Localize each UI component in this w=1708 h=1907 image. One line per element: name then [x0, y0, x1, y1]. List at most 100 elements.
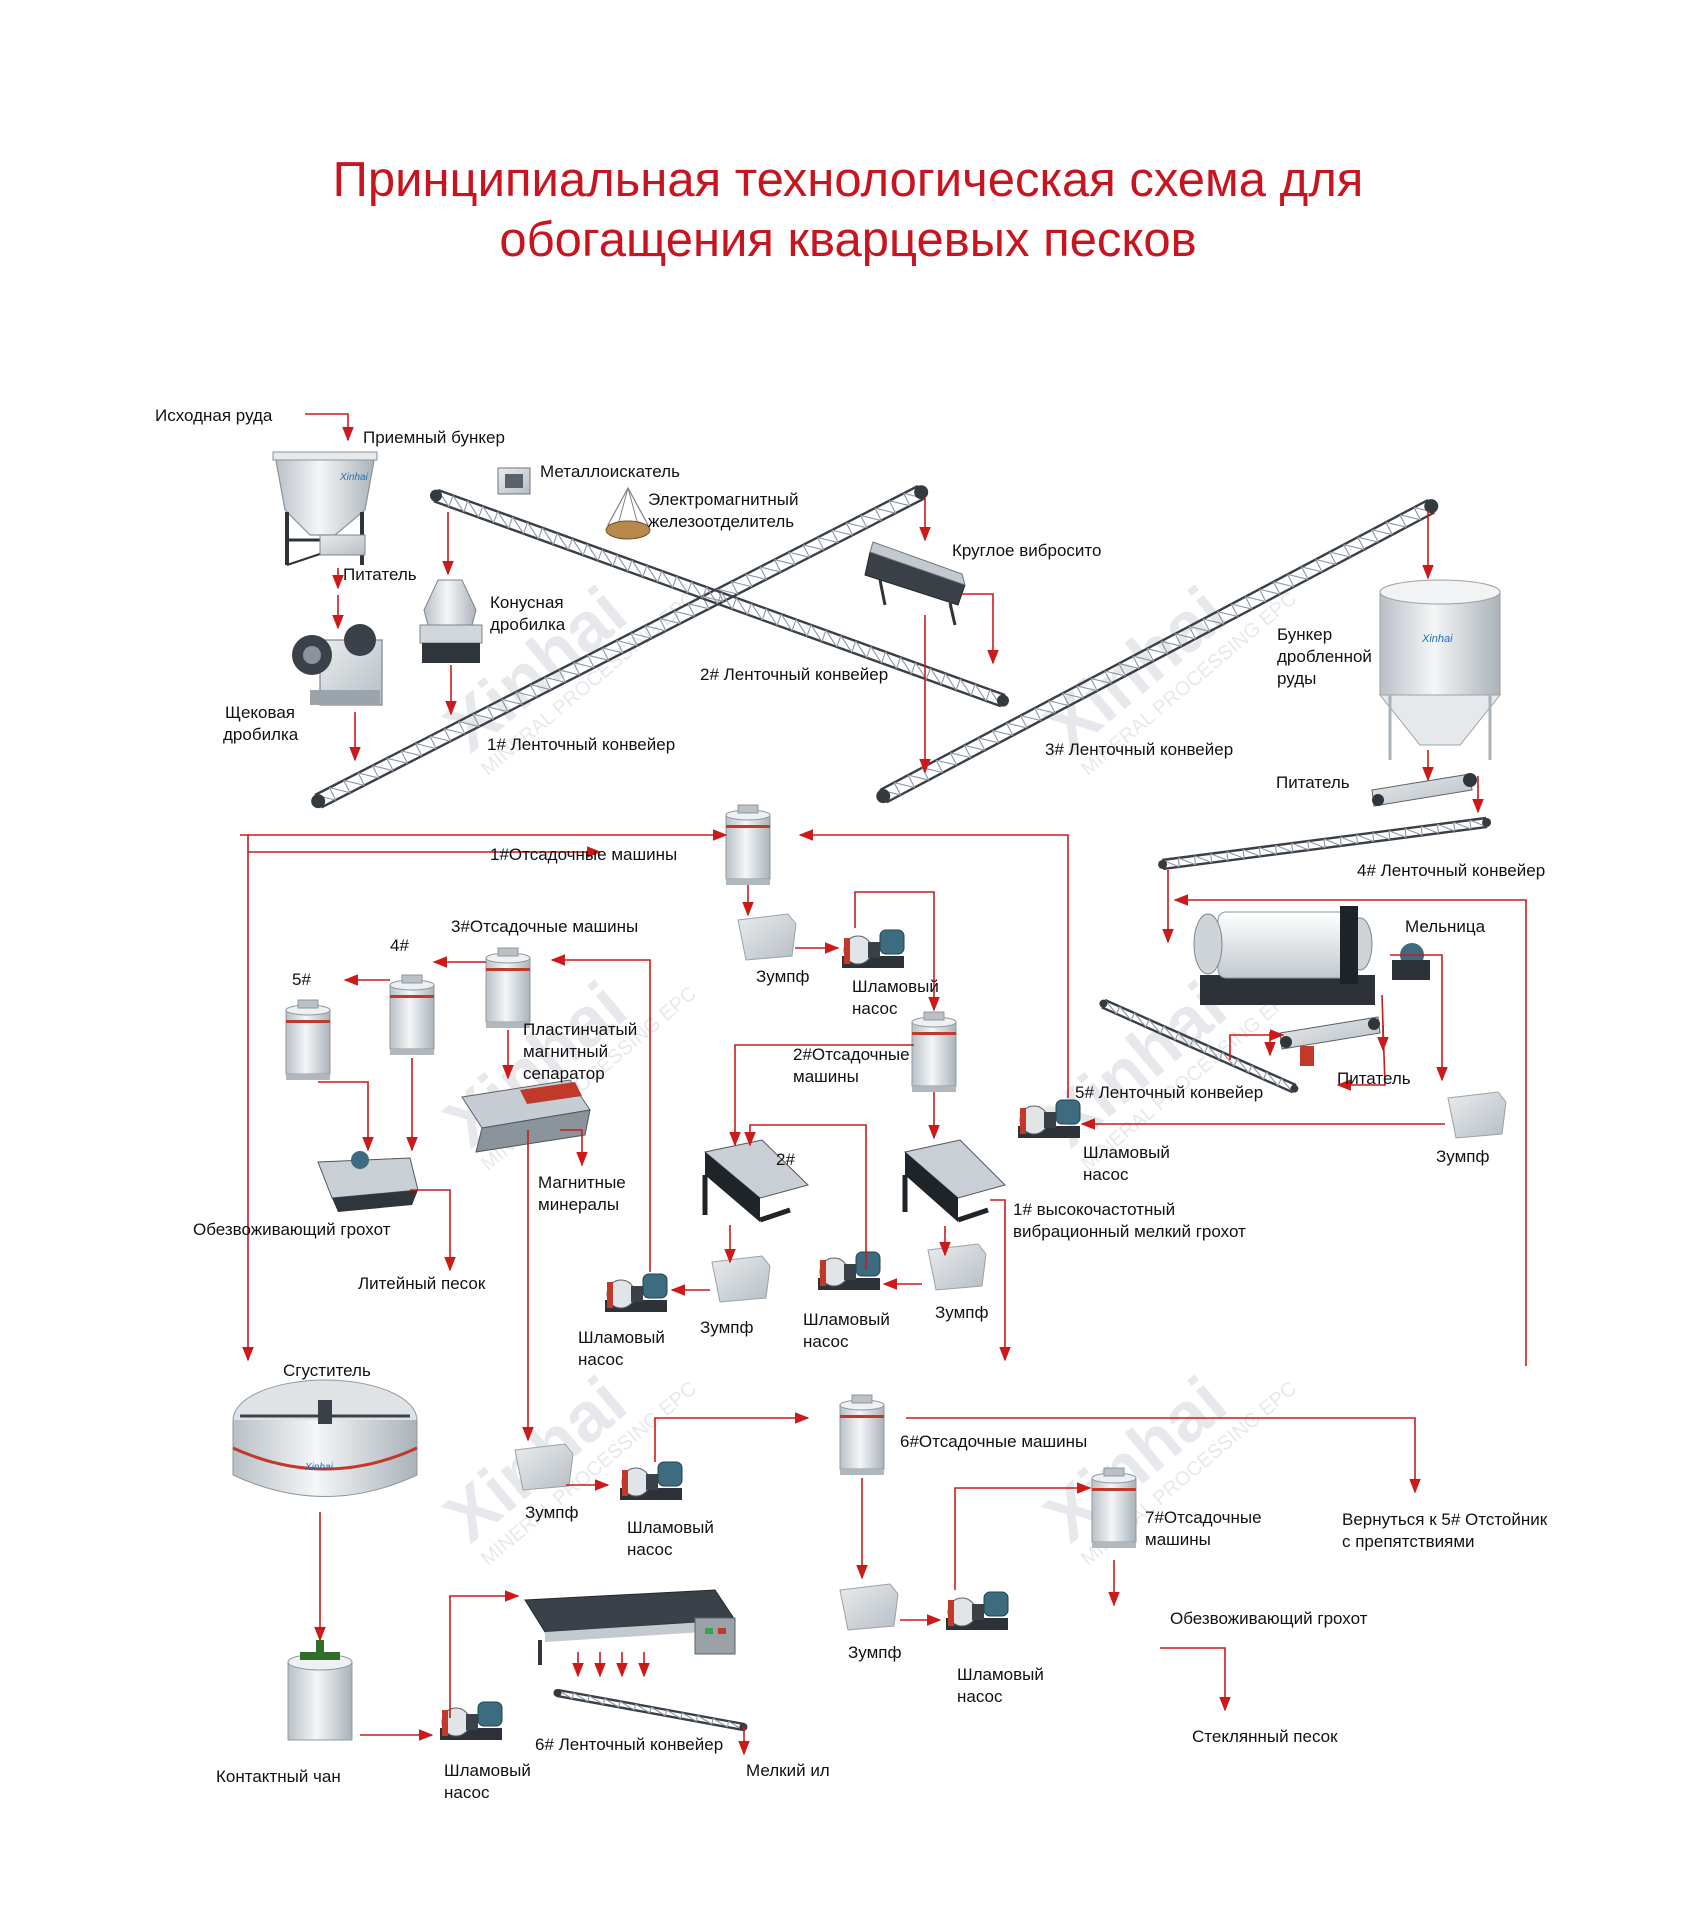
label-dewatering-screen-2: Обезвоживающий грохот — [1170, 1609, 1368, 1628]
jig-6 — [839, 1394, 885, 1475]
label-conveyor-6: 6# Ленточный конвейер — [535, 1735, 723, 1754]
sump-2 — [1447, 1091, 1507, 1139]
jig-5 — [285, 999, 331, 1080]
label-cone-crusher-2: дробилка — [490, 615, 566, 634]
flow-arrow — [990, 1199, 1011, 1362]
flow-arrow — [1390, 954, 1448, 1082]
label-sump-5: Зумпф — [525, 1503, 578, 1522]
jaw-crusher — [292, 624, 383, 706]
flow-arrow — [318, 1081, 374, 1152]
label-jig-3: 3#Отсадочные машины — [451, 917, 638, 936]
flow-arrow — [1160, 1647, 1231, 1712]
flow-arrow — [410, 1189, 456, 1272]
metal-detector — [497, 467, 531, 495]
label-slurry-pump-6b: насос — [957, 1687, 1003, 1706]
label-slurry-pump-2b: насос — [1083, 1165, 1129, 1184]
label-magnetic-minerals-1: Магнитные — [538, 1173, 626, 1192]
slurry-pump-7 — [440, 1701, 503, 1740]
flow-arrow — [305, 413, 354, 442]
crushed-ore-bin: Xinhai — [1378, 579, 1502, 760]
label-sump-1: Зумпф — [756, 967, 809, 986]
sump-6 — [839, 1583, 899, 1631]
label-plate-magnetic-2: магнитный — [523, 1042, 608, 1061]
label-conveyor-2: 2# Ленточный конвейер — [700, 665, 888, 684]
hf-screen-1 — [902, 1139, 1006, 1223]
filter-press — [524, 1589, 736, 1665]
label-jig-5: 5# — [292, 970, 311, 989]
label-slurry-pump-3b: насос — [578, 1350, 624, 1369]
label-jig-2b: машины — [793, 1067, 859, 1086]
slurry-pump-1 — [842, 929, 905, 968]
label-jig-6: 6#Отсадочные машины — [900, 1432, 1087, 1451]
flow-arrow — [906, 1417, 1421, 1494]
feeder-under-bin — [1371, 773, 1477, 807]
slurry-pump-3 — [605, 1273, 668, 1312]
jig-2 — [911, 1011, 957, 1092]
label-sump-3: Зумпф — [700, 1318, 753, 1337]
feeder-under-hopper — [319, 534, 366, 556]
flow-arrow — [1229, 1029, 1285, 1060]
conveyor-4 — [1158, 816, 1492, 871]
label-screen-2: 2# — [776, 1150, 795, 1169]
title-line-2: обогащения кварцевых песков — [499, 213, 1196, 267]
label-slurry-pump-4b: насос — [803, 1332, 849, 1351]
label-jig-7b: машины — [1145, 1530, 1211, 1549]
label-crushed-bin-3: руды — [1277, 669, 1316, 688]
conveyor-1 — [311, 484, 929, 809]
label-slurry-pump-1b: насос — [852, 999, 898, 1018]
label-conveyor-5: 5# Ленточный конвейер — [1075, 1083, 1263, 1102]
label-dewatering-screen-1: Обезвоживающий грохот — [193, 1220, 391, 1239]
label-em-separator-1: Электромагнитный — [648, 490, 798, 509]
svg-text:Xinhai: Xinhai — [304, 1462, 334, 1473]
label-jig-2a: 2#Отсадочные — [793, 1045, 910, 1064]
label-jig-1: 1#Отсадочные машины — [490, 845, 677, 864]
label-crushed-bin-1: Бункер — [1277, 625, 1332, 644]
label-conveyor-1: 1# Ленточный конвейер — [487, 735, 675, 754]
label-slurry-pump-4a: Шламовый — [803, 1310, 890, 1329]
flow-arrow — [798, 829, 1069, 1098]
label-feeder-2: Питатель — [1276, 773, 1350, 792]
flow-arrow — [550, 954, 651, 1272]
label-jig-7a: 7#Отсадочные — [1145, 1508, 1262, 1527]
label-slurry-pump-5b: насос — [627, 1540, 673, 1559]
label-crushed-bin-2: дробленной — [1277, 647, 1372, 666]
flow-arrow — [1173, 894, 1527, 1366]
label-cone-crusher-1: Конусная — [490, 593, 564, 612]
ball-mill — [1193, 906, 1430, 1005]
label-em-separator-2: железоотделитель — [648, 512, 794, 531]
jig-7 — [1091, 1467, 1137, 1548]
label-slurry-pump-1a: Шламовый — [852, 977, 939, 996]
label-raw-ore: Исходная руда — [155, 406, 273, 425]
conveyor-5 — [1099, 998, 1299, 1094]
conveyor-6 — [553, 1688, 748, 1732]
label-foundry-sand: Литейный песок — [358, 1274, 486, 1293]
label-sump-4: Зумпф — [935, 1303, 988, 1322]
slurry-pump-4 — [818, 1251, 881, 1290]
label-contact-tank: Контактный чан — [216, 1767, 341, 1786]
flow-arrow — [729, 1044, 914, 1147]
sump-1 — [737, 913, 797, 961]
label-slurry-pump-5a: Шламовый — [627, 1518, 714, 1537]
label-jig-4: 4# — [390, 936, 409, 955]
hf-screen-2 — [702, 1139, 809, 1223]
dewatering-screen-1 — [317, 1151, 419, 1212]
flow-arrow — [560, 1129, 588, 1167]
label-slurry-pump-2a: Шламовый — [1083, 1143, 1170, 1162]
label-return-note-2: с препятствиями — [1342, 1532, 1475, 1551]
sump-3 — [711, 1255, 771, 1303]
label-thickener: Сгуститель — [283, 1361, 371, 1380]
flow-arrow — [654, 1412, 810, 1462]
label-sump-2: Зумпф — [1436, 1147, 1489, 1166]
sump-5 — [514, 1443, 574, 1491]
label-metal-detector: Металлоискатель — [540, 462, 680, 481]
label-fine-sludge: Мелкий ил — [746, 1761, 830, 1780]
flow-arrow — [962, 593, 999, 665]
slurry-pump-5 — [620, 1461, 683, 1500]
svg-text:Xinhai: Xinhai — [1421, 633, 1453, 645]
label-plate-magnetic-1: Пластинчатый — [523, 1020, 637, 1039]
label-conveyor-4: 4# Ленточный конвейер — [1357, 861, 1545, 880]
label-magnetic-minerals-2: минералы — [538, 1195, 619, 1214]
label-sump-6: Зумпф — [848, 1643, 901, 1662]
circular-vibrating-screen — [864, 541, 966, 626]
label-circular-screen: Круглое вибросито — [952, 541, 1101, 560]
